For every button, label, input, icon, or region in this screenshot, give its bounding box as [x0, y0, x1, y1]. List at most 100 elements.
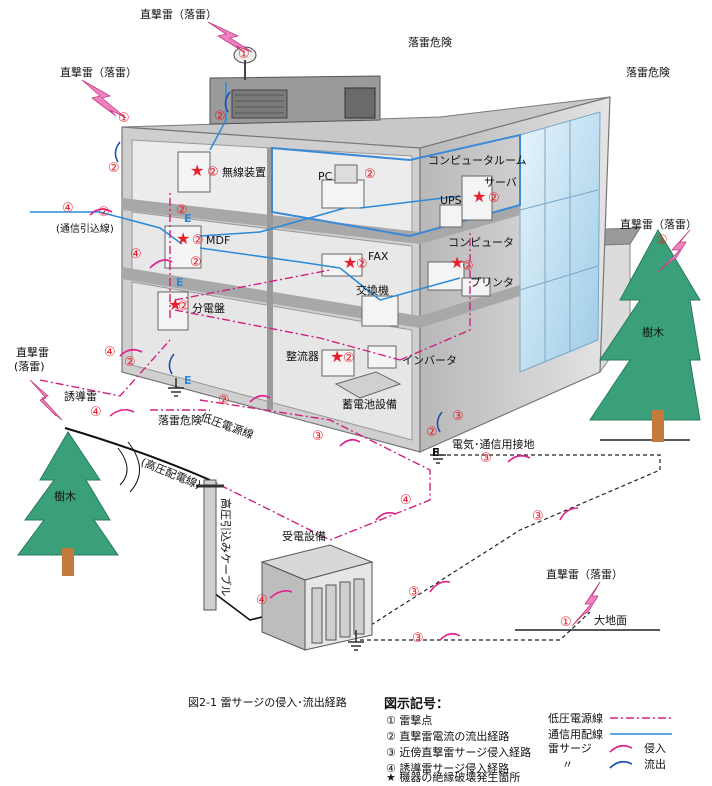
marker-2: ②	[462, 259, 474, 274]
legend-outflow-label: 流出	[644, 757, 666, 771]
surge-arrows	[89, 91, 579, 641]
label-e: E	[184, 212, 192, 225]
marker-2: ②	[176, 203, 188, 218]
lightning-top	[207, 21, 253, 53]
star-icon: ★	[190, 161, 204, 180]
marker-4: ④	[256, 593, 268, 608]
label-tree-right: 樹木	[642, 326, 664, 339]
label-server: サーバ	[484, 176, 517, 189]
equipment	[157, 151, 493, 399]
marker-3: ③	[412, 631, 424, 646]
label-e: E	[184, 374, 192, 387]
label-low-voltage-line: 低圧電源線	[199, 410, 255, 442]
power-line	[174, 309, 401, 361]
switchboard	[361, 295, 399, 327]
marker-2: ②	[98, 205, 110, 220]
hv-line-wave	[117, 447, 128, 486]
label-danger-right: 落雷危険	[626, 66, 670, 79]
ground-line	[359, 454, 661, 633]
power-line	[174, 269, 331, 301]
legend-comm-label: 通信用配線	[548, 727, 603, 741]
computer-unit	[427, 261, 465, 291]
legend-item: ② 直撃雷電流の流出経路	[386, 729, 509, 743]
tree-right	[589, 228, 701, 442]
label-strike-right: 直撃雷（落雷）	[620, 217, 697, 231]
legend-item: ★ 機器の絶縁破壊発生箇所	[386, 770, 520, 782]
figure-caption: 図2-1 雷サージの侵入･流出経路	[188, 695, 347, 709]
marker-2: ②	[108, 161, 120, 176]
marker-2: ②	[488, 191, 500, 206]
marker-4: ④	[130, 247, 142, 262]
lightning-ground	[571, 581, 601, 627]
label-hv-cable: 高圧引込みケーブル	[219, 498, 233, 596]
surge-in-arrow	[439, 632, 461, 641]
label-strike-far-left: (落雷)	[14, 360, 45, 373]
marker-4: ④	[104, 345, 116, 360]
surge-out-arrow	[224, 91, 231, 113]
inverter-unit	[367, 345, 397, 369]
printer-unit	[461, 277, 491, 297]
panel-equipment	[157, 291, 189, 331]
surge-in-arrow	[559, 507, 579, 521]
marker-1: ①	[560, 615, 572, 630]
marker-2: ②	[218, 393, 230, 408]
legend-power-label: 低圧電源線	[548, 711, 603, 725]
label-inverter: インバータ	[402, 354, 457, 367]
ground-symbol	[168, 378, 184, 397]
computer-room-outline	[271, 133, 521, 238]
roof-ventilator	[231, 89, 288, 119]
legend-surge-same: 〃	[562, 758, 573, 771]
utility-pole	[196, 479, 224, 611]
star-icon: ★	[472, 187, 486, 206]
star-icon: ★	[450, 253, 464, 272]
roof-unit	[344, 87, 376, 119]
ground-symbol	[430, 448, 446, 464]
label-danger-roof: 落雷危険	[408, 36, 452, 49]
comm-line	[199, 207, 346, 237]
label-printer: プリンタ	[470, 276, 514, 289]
marker-2: ②	[192, 233, 204, 248]
ground-line	[360, 611, 591, 641]
lightning-bolts	[29, 21, 691, 627]
marker-2: ②	[207, 165, 219, 180]
star-icon: ★	[176, 229, 190, 248]
marker-2: ②	[356, 257, 368, 272]
label-tree-left: 樹木	[54, 490, 76, 503]
hv-distribution-line	[64, 427, 211, 481]
label-strike-top: 直撃雷（落雷）	[140, 7, 217, 21]
server-rack	[461, 175, 493, 221]
power-line	[399, 230, 471, 361]
label-strike-left: 直撃雷（落雷）	[60, 65, 137, 79]
label-ground-connection: 電気･通信用接地	[452, 437, 535, 451]
legend-title: 図示記号：	[384, 696, 449, 712]
marker-1: ①	[656, 233, 668, 248]
comm-line	[30, 211, 183, 245]
surge-in-arrow	[507, 454, 531, 463]
marker-1: ①	[238, 47, 250, 62]
legend-inflow-label: 侵入	[644, 742, 666, 755]
tree-left	[17, 431, 119, 576]
ground-surface	[515, 439, 690, 631]
surge-out-arrow	[168, 353, 175, 375]
surge-in-arrow	[149, 259, 173, 269]
breakdown-stars: ★ ★ ★ ★ ★ ★ ★	[168, 161, 486, 366]
star-icon: ★	[168, 295, 182, 314]
label-radio: 無線装置	[222, 165, 266, 179]
lightning-right	[657, 229, 691, 273]
marker-2: ②	[426, 425, 438, 440]
wiring	[30, 82, 661, 641]
hv-line-wave	[127, 441, 140, 493]
legend-item: ③ 近傍直撃雷サージ侵入経路	[386, 745, 531, 759]
label-ground-surface: 大地面	[594, 613, 627, 627]
battery-bank	[334, 371, 402, 399]
marker-4: ④	[90, 405, 102, 420]
label-mdf: MDF	[206, 234, 230, 247]
lightning-far-left	[29, 379, 63, 421]
surge-in-arrow	[339, 438, 361, 447]
label-computer: コンピュータ	[448, 236, 514, 249]
legend-surge-in-icon	[609, 744, 633, 753]
ups-unit	[439, 204, 463, 228]
legend-item: ① 雷撃点	[386, 713, 432, 727]
pc-desk	[321, 179, 365, 209]
